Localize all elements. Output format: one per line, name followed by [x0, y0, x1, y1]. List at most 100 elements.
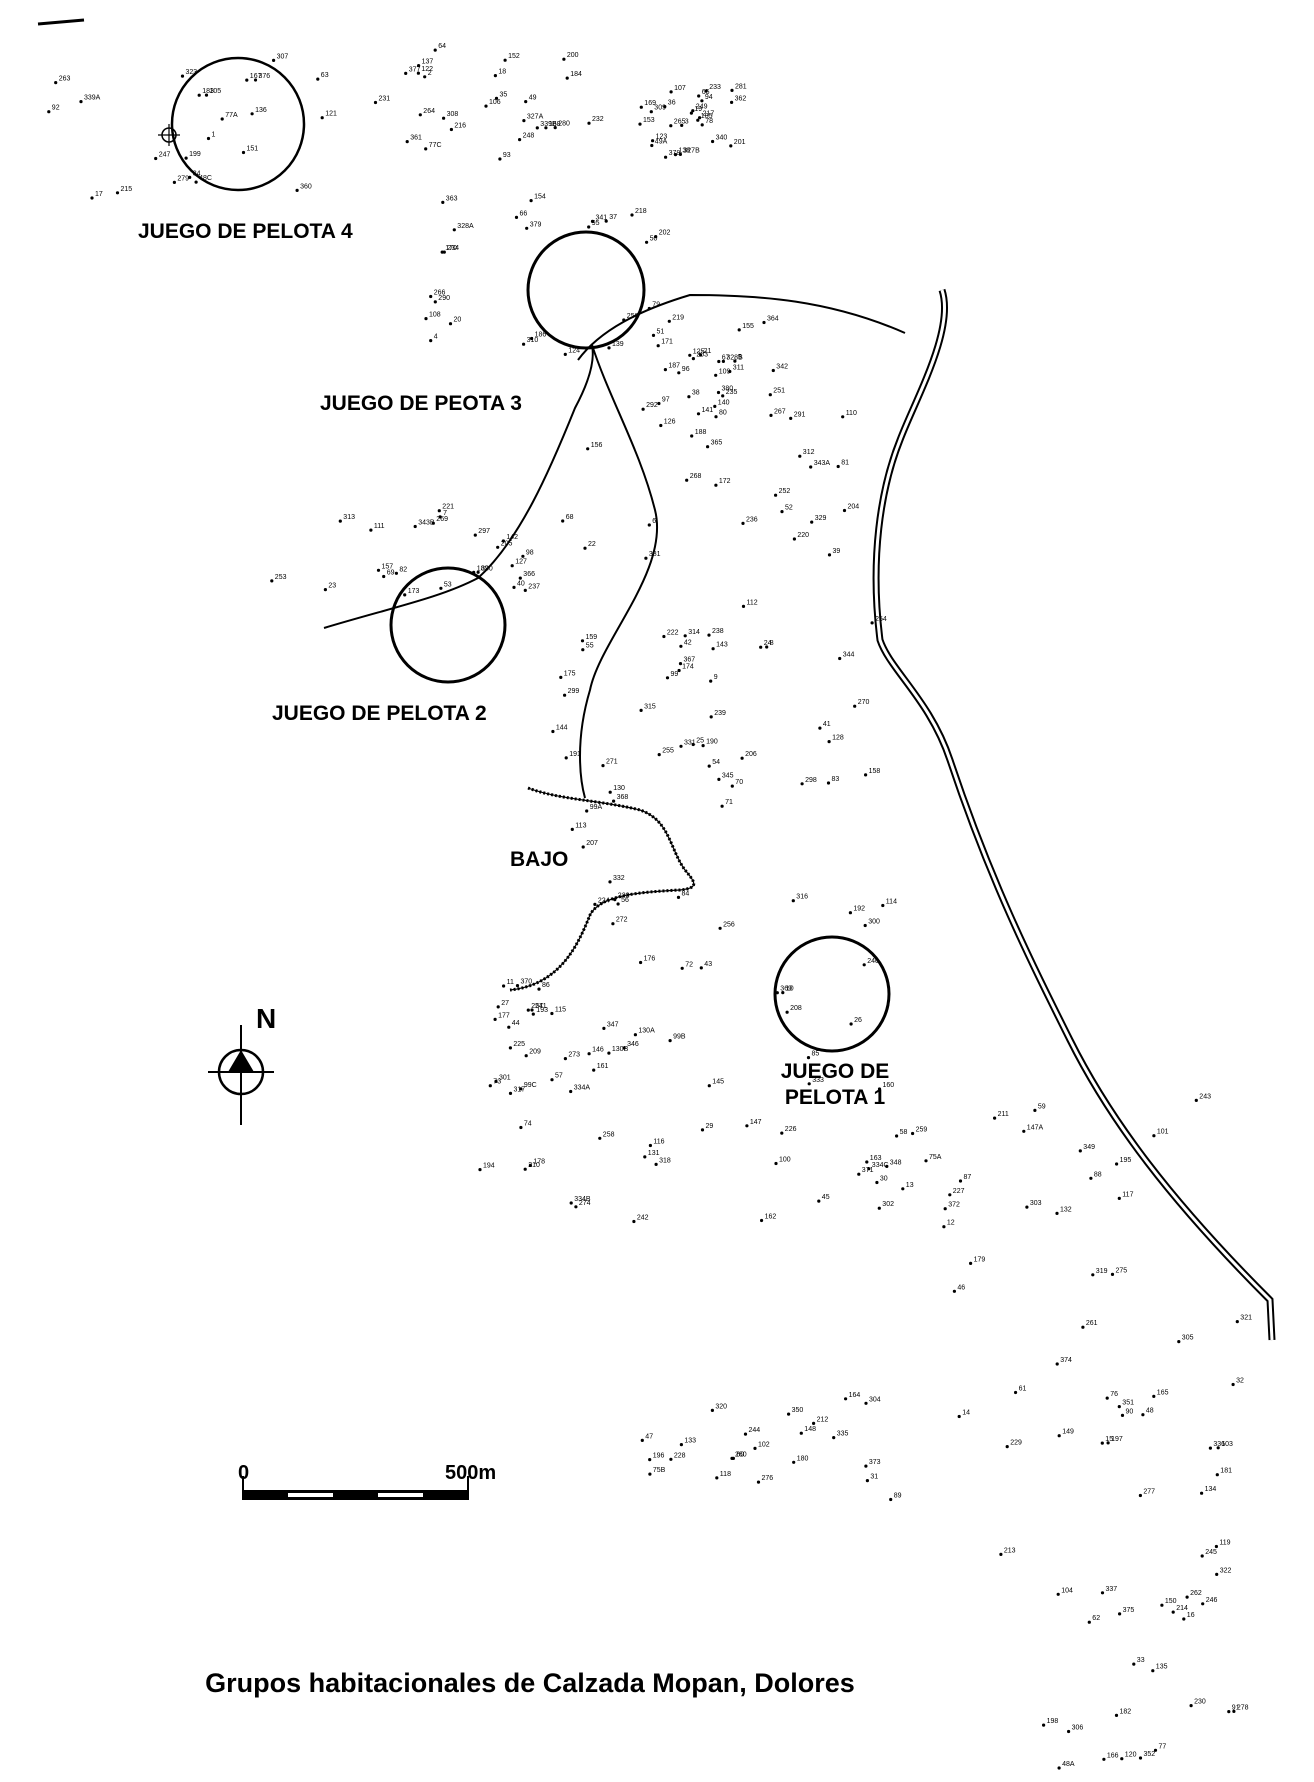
group-number: 255 — [662, 748, 674, 755]
group-point — [1201, 1602, 1205, 1606]
group-point — [663, 105, 667, 109]
group-point — [569, 1089, 573, 1094]
group-number: 377 — [409, 66, 421, 73]
group-number: 125 — [693, 348, 705, 355]
group-number: 218 — [635, 208, 647, 215]
group-number: 167 — [250, 73, 262, 80]
group-point — [867, 1167, 871, 1171]
group-number: 242 — [637, 1215, 649, 1222]
group-number: 76 — [1110, 1391, 1118, 1398]
group-point — [562, 57, 566, 61]
group-point — [656, 344, 660, 348]
group-number: 17 — [95, 191, 103, 198]
group-point — [1102, 1757, 1106, 1761]
group-number: 179 — [974, 1256, 986, 1263]
group-number: 130A — [638, 1028, 655, 1035]
group-number: 8 — [770, 640, 774, 647]
group-point — [563, 352, 567, 356]
group-point — [612, 799, 616, 803]
group-number: 224 — [598, 897, 610, 904]
group-point — [679, 1443, 684, 1447]
group-point — [382, 574, 386, 579]
group-number: 292 — [646, 402, 658, 409]
group-point — [1014, 1390, 1018, 1395]
bajo-boundary-line — [509, 787, 695, 991]
group-number: 105 — [210, 88, 222, 95]
group-point — [699, 966, 703, 970]
group-point — [993, 1116, 997, 1120]
group-number: 48 — [1146, 1408, 1154, 1415]
group-number: 21 — [704, 348, 712, 355]
group-point — [715, 1476, 719, 1480]
group-point — [429, 294, 433, 299]
group-point — [1110, 1272, 1115, 1276]
group-point — [679, 744, 683, 748]
group-point — [1100, 1441, 1104, 1445]
group-point — [1227, 1710, 1231, 1714]
group-number: 344 — [843, 652, 855, 659]
group-number: 301 — [499, 1074, 511, 1081]
group-point — [654, 235, 658, 239]
group-point — [565, 76, 569, 80]
group-number: 274 — [579, 1200, 591, 1207]
group-number: 260 — [735, 1451, 747, 1458]
group-number: 83 — [832, 776, 840, 783]
group-number: 226 — [785, 1126, 797, 1133]
group-point — [730, 784, 734, 788]
group-point — [714, 373, 718, 377]
group-number: 126 — [664, 419, 676, 426]
group-number: 352 — [1144, 1751, 1156, 1758]
group-point — [698, 116, 702, 120]
group-number: 60 — [736, 1451, 744, 1458]
group-point — [689, 111, 694, 115]
group-point — [1100, 1591, 1105, 1595]
group-number: 31 — [870, 1474, 878, 1481]
group-number: 201 — [734, 139, 746, 146]
stream-west — [323, 344, 594, 629]
group-number: 128 — [832, 735, 844, 742]
group-number: 77 — [1159, 1743, 1167, 1750]
group-point — [553, 126, 557, 130]
group-point — [760, 1218, 764, 1223]
group-number: 99A — [590, 804, 603, 811]
group-point — [250, 112, 254, 116]
group-number: 9 — [714, 674, 718, 681]
group-point — [442, 116, 446, 120]
group-point — [827, 740, 831, 744]
group-number: 159 — [586, 634, 598, 641]
group-number: 2 — [428, 70, 432, 77]
group-number: 92 — [52, 105, 60, 112]
group-number: 339B — [540, 121, 557, 128]
group-point — [241, 150, 246, 155]
group-point — [639, 708, 643, 713]
group-point — [849, 1022, 853, 1026]
group-point — [865, 1160, 869, 1164]
group-point — [1185, 1595, 1189, 1599]
group-point — [1152, 1134, 1156, 1138]
group-point — [1042, 1723, 1046, 1727]
group-number: 378 — [669, 150, 681, 157]
group-number: 77C — [429, 142, 442, 149]
group-number: 220 — [797, 532, 809, 539]
group-number: 243 — [1199, 1093, 1211, 1100]
group-number: 133 — [684, 1438, 696, 1445]
group-point — [800, 782, 804, 786]
group-point — [369, 528, 373, 532]
group-point — [680, 966, 684, 970]
group-number: 32 — [1236, 1378, 1244, 1385]
group-point — [768, 393, 772, 397]
ball-court-4-circle — [170, 56, 306, 192]
group-number: 213 — [1004, 1547, 1016, 1554]
group-point — [429, 339, 433, 343]
group-point — [484, 104, 488, 108]
group-point — [669, 1457, 673, 1461]
group-number: 278 — [1237, 1704, 1249, 1711]
group-number: 27 — [501, 1000, 509, 1007]
group-number: 132 — [1060, 1206, 1072, 1213]
group-point — [253, 78, 258, 82]
group-number: 154 — [534, 194, 546, 201]
group-number: 200 — [567, 52, 579, 59]
map-edge-mark — [37, 18, 85, 26]
group-number: 90 — [1126, 1408, 1134, 1415]
group-number: 281 — [735, 83, 747, 90]
